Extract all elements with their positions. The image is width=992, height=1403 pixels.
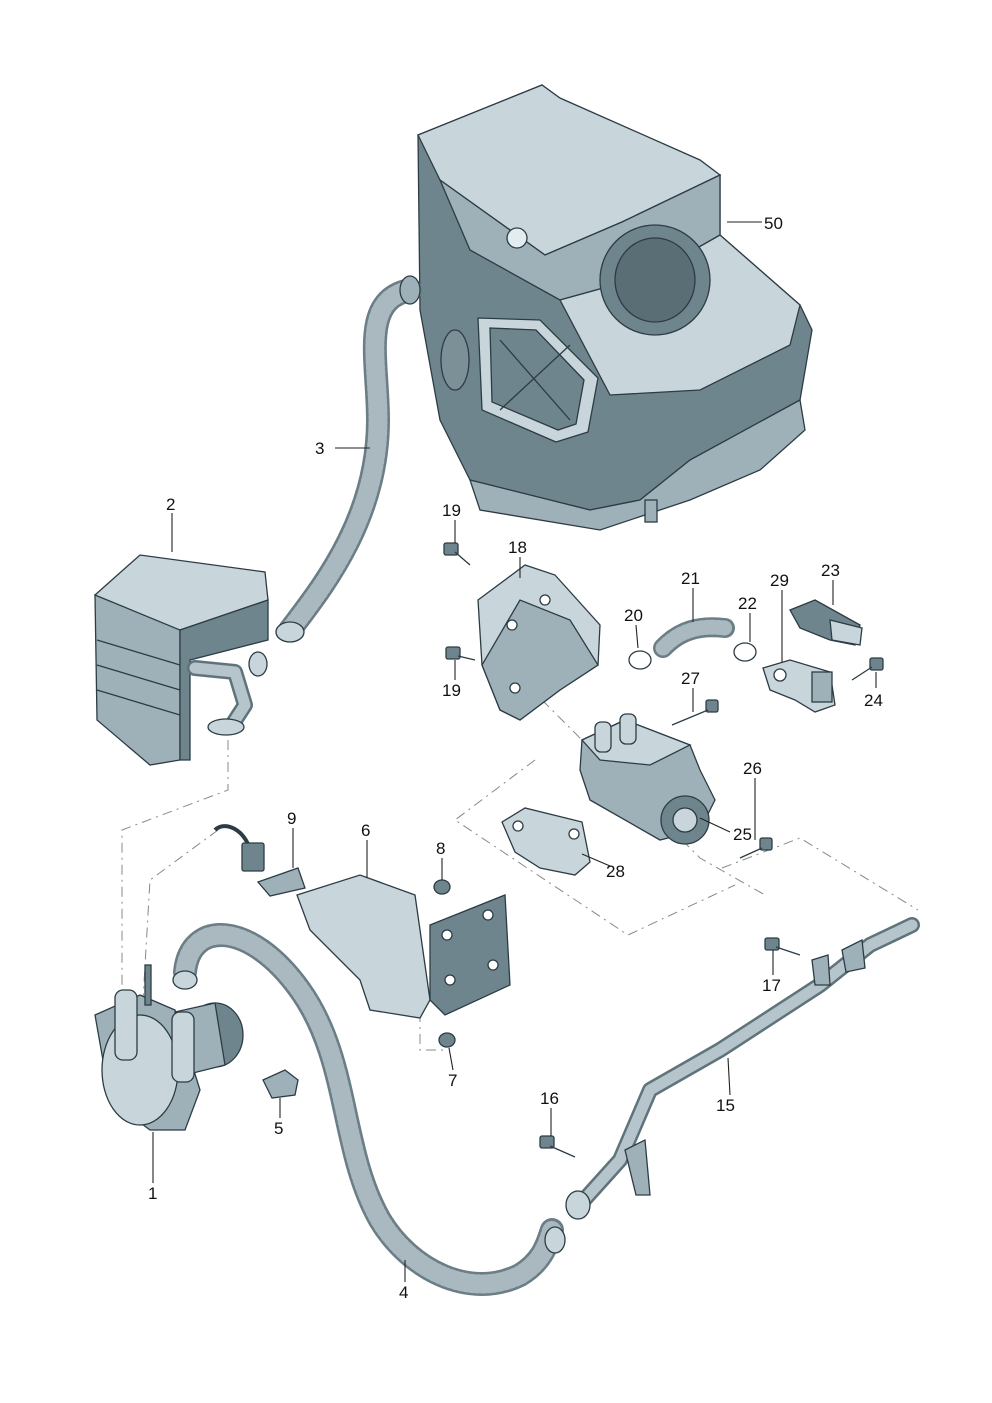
callout-labels: 50 3 2 19 18 19 20 21 22 29 23 24 27 26 … [148,214,883,1302]
plug-5 [262,1069,299,1099]
callout-18: 18 [508,538,527,557]
callout-27: 27 [681,669,700,688]
gasket-28 [501,807,591,876]
callout-2: 2 [166,495,175,514]
callout-7: 7 [448,1071,457,1090]
mounting-bracket-6 [296,874,511,1019]
sensor-23 [789,599,863,646]
callout-29: 29 [770,571,789,590]
resonator-box [94,554,269,766]
heat-shield-bracket [477,564,601,721]
callout-25: 25 [733,825,752,844]
leader-lines [152,221,877,1282]
nut-7 [438,1032,456,1048]
bolt-26 [739,837,773,859]
callout-3: 3 [315,439,324,458]
callout-24: 24 [864,691,883,710]
breather-hose-upper [275,275,422,643]
callout-50: 50 [764,214,783,233]
bolt-16 [539,1135,576,1158]
hose-clamp-22 [733,642,757,662]
pump-1 [94,964,244,1131]
callout-22: 22 [738,594,757,613]
callout-5: 5 [274,1119,283,1138]
sensor-9 [213,824,306,897]
bolt-17 [764,937,801,956]
callout-17: 17 [762,976,781,995]
bolt-19-lower [445,646,476,661]
callout-21: 21 [681,569,700,588]
callout-28: 28 [606,862,625,881]
callout-23: 23 [821,561,840,580]
callout-15: 15 [716,1096,735,1115]
bolt-19-upper [443,542,471,566]
pipe-15 [565,917,920,1220]
callout-4: 4 [399,1283,408,1302]
callout-26: 26 [743,759,762,778]
callout-19-lower: 19 [442,681,461,700]
callout-19-upper: 19 [442,501,461,520]
gasket-bracket-29 [762,659,836,713]
hose-clamp-20 [628,650,652,670]
callout-6: 6 [361,821,370,840]
bolt-24 [851,657,884,681]
callout-1: 1 [148,1184,157,1203]
callout-20: 20 [624,606,643,625]
callout-9: 9 [287,809,296,828]
callout-8: 8 [436,839,445,858]
breather-hose-lower [172,923,566,1296]
nut-8 [433,879,451,895]
bolt-27 [671,699,719,726]
callout-16: 16 [540,1089,559,1108]
small-hose-21 [653,617,735,658]
valve-25 [579,713,716,845]
air-filter-housing [417,84,813,531]
